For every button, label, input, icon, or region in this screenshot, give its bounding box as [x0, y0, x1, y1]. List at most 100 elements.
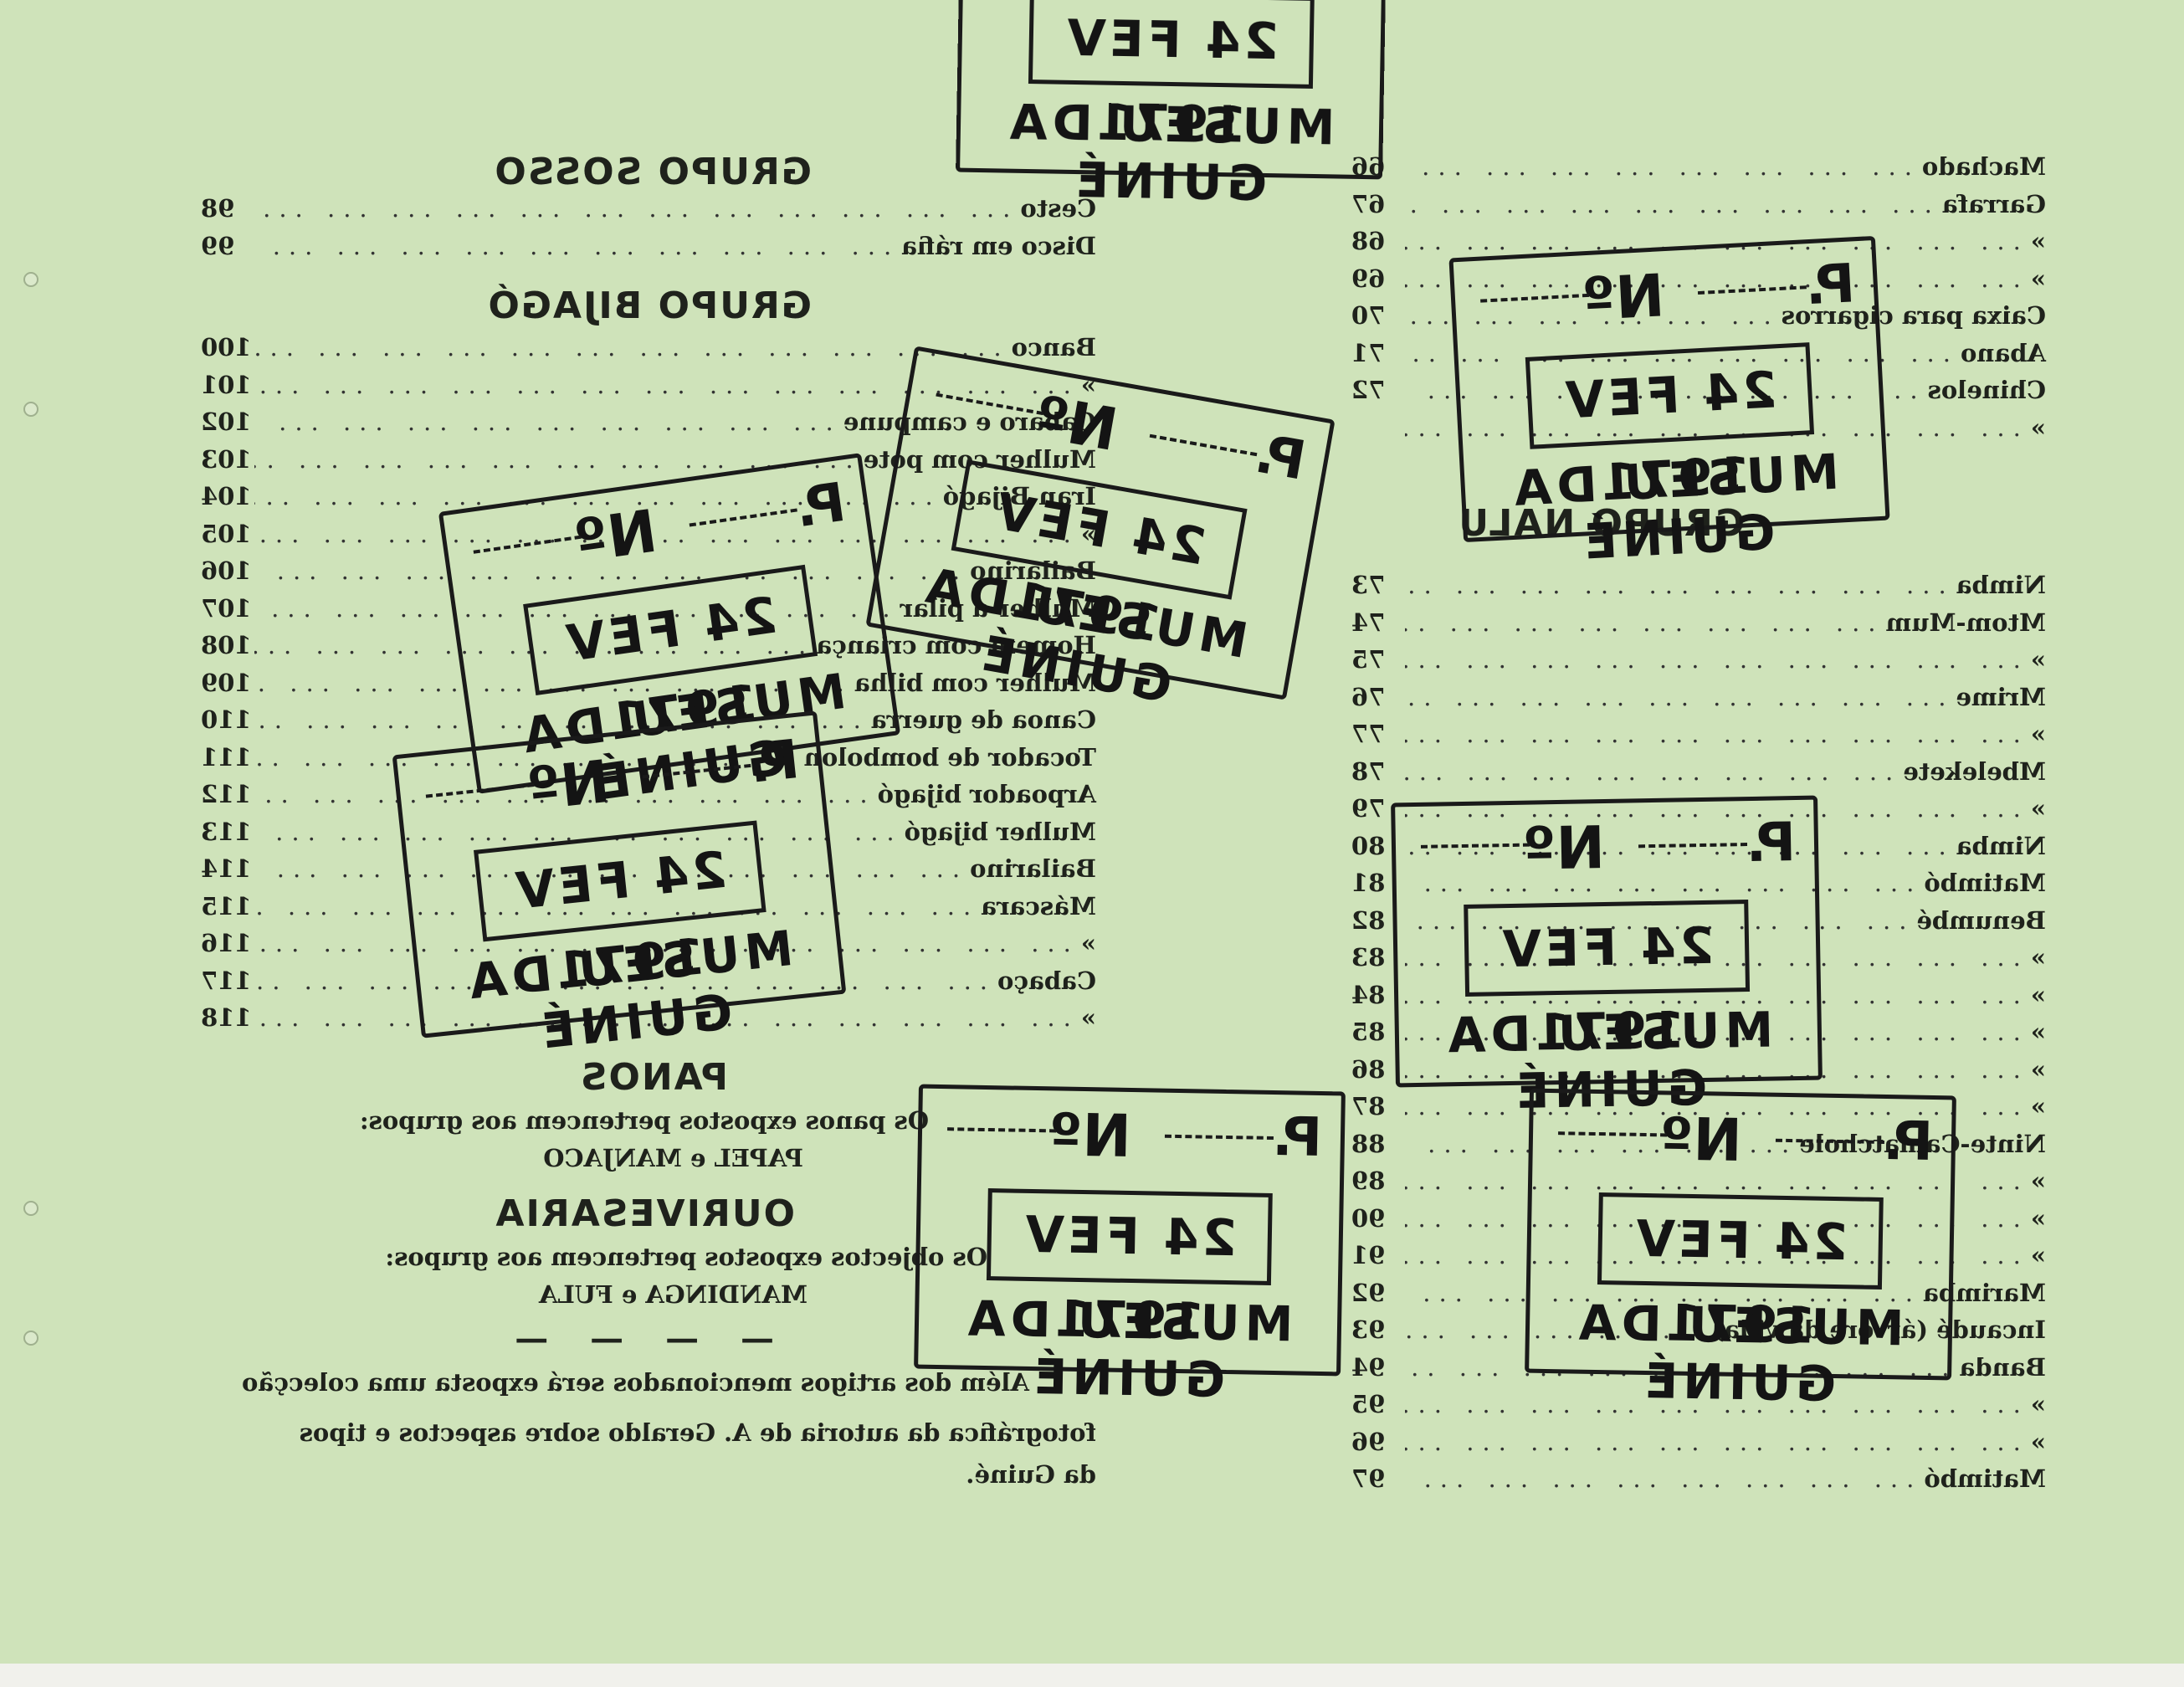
- stamp-no-label: Nº: [1048, 1100, 1132, 1172]
- item-number: 111: [201, 742, 252, 772]
- item-number: 77: [1351, 720, 1386, 748]
- list-item: Machado... ... ... ... ... ... ... ... .…: [1351, 152, 2046, 190]
- heading-grupo-sosso: GRUPO SOSSO: [493, 151, 812, 193]
- dot-leader: ... ... ... ... ... ... ... ... ... ... …: [1405, 189, 1932, 218]
- binding-hole: [23, 272, 38, 287]
- item-label: »: [2030, 720, 2046, 748]
- item-number: 91: [1351, 1241, 1386, 1269]
- museum-stamp: P. Nº 24 FEV 1971 MUSEU DA GUINÉ: [1448, 235, 1890, 571]
- item-number: 117: [201, 966, 252, 995]
- item-number: 95: [1351, 1390, 1386, 1418]
- dot-leader: ... ... ... ... ... ... ... ... ... ... …: [1405, 1464, 1915, 1493]
- item-label: »: [2030, 1241, 2046, 1269]
- item-label: Bailarino: [970, 854, 1096, 883]
- binding-hole: [23, 402, 38, 417]
- item-number: 78: [1351, 756, 1386, 786]
- list-item: »... ... ... ... ... ... ... ... ... ...…: [1351, 720, 2046, 757]
- item-label: »: [2030, 1018, 2046, 1046]
- heading-grupo-bijago: GRUPO BIJAGÓ: [486, 285, 812, 327]
- item-label: Nimba: [1956, 571, 2046, 599]
- stamp-museum-name: MUSEU DA GUINÉ: [1573, 1294, 1905, 1413]
- museum-stamp: P. Nº 24 FEV 1971 MUSEU DA GUINÉ: [914, 1084, 1346, 1408]
- item-label: »: [2030, 1167, 2046, 1195]
- stamp-p-label: P.: [746, 728, 802, 796]
- item-number: 94: [1351, 1352, 1386, 1382]
- item-number: 102: [201, 408, 252, 436]
- item-label: »: [2030, 1390, 2046, 1418]
- stamp-no-label: Nº: [1029, 382, 1123, 465]
- stamp-date: 24 FEV 1971: [1597, 1192, 1884, 1356]
- item-label: Nimba: [1956, 831, 2046, 860]
- binding-hole: [23, 1331, 38, 1346]
- dot-leader: ... ... ... ... ... ... ... ... ... ... …: [254, 408, 833, 436]
- stamp-no-label: Nº: [1522, 813, 1606, 884]
- sosso-list: Cesto... ... ... ... ... ... ... ... ...…: [201, 194, 1096, 269]
- item-label: »: [2030, 1427, 2046, 1456]
- museum-stamp: P. Nº 24 FEV 1971 MUSEU DA GUINÉ: [956, 0, 1387, 212]
- closing-line-2: fotográfica da autoria de A. Geraldo sob…: [299, 1418, 1096, 1447]
- item-number: 112: [201, 780, 252, 808]
- item-number: 107: [201, 593, 252, 623]
- item-label: Cabaço: [997, 966, 1096, 995]
- list-item: Mrime... ... ... ... ... ... ... ... ...…: [1351, 683, 2046, 720]
- item-number: 116: [201, 929, 252, 957]
- stamp-date: 24 FEV 1971: [986, 1188, 1273, 1351]
- museum-stamp: P. Nº 24 FEV 1971 MUSEU DA GUINÉ: [865, 346, 1336, 714]
- item-label: »: [1080, 929, 1096, 957]
- item-label: »: [2030, 227, 2046, 255]
- item-number: 97: [1351, 1464, 1386, 1493]
- item-number: 75: [1351, 645, 1386, 674]
- item-number: 90: [1351, 1203, 1386, 1233]
- stamp-date: 24 FEV 1971: [1464, 900, 1751, 1063]
- stamp-p-label: P.: [1745, 812, 1797, 875]
- closing-line-1: Além dos artigos mencionados será expost…: [242, 1368, 1029, 1397]
- scanner-bottom-strip: [0, 1664, 2184, 1687]
- dot-leader: ... ... ... ... ... ... ... ... ... ... …: [1405, 1427, 2021, 1456]
- item-number: 76: [1351, 682, 1386, 711]
- dot-leader: ... ... ... ... ... ... ... ... ... ... …: [1405, 682, 1946, 711]
- dot-leader: ... ... ... ... ... ... ... ... ... ... …: [254, 333, 1002, 362]
- item-label: Chinelos: [1927, 376, 2046, 404]
- dot-leader: ... ... ... ... ... ... ... ... ... ... …: [254, 231, 892, 260]
- item-number: 70: [1351, 301, 1386, 330]
- ourivesaria-text: Os objectos expostos pertencem aos grupo…: [385, 1243, 987, 1271]
- item-number: 113: [201, 817, 252, 846]
- stamp-p-label: P.: [1271, 1105, 1323, 1169]
- museum-stamp: P. Nº 24 FEV 1971 MUSEU DA GUINÉ: [392, 710, 847, 1060]
- item-number: 115: [201, 891, 252, 920]
- item-number: 108: [201, 631, 252, 659]
- stamp-date: 24 FEV 1971: [474, 820, 766, 1002]
- item-label: »: [1080, 1003, 1096, 1032]
- item-number: 68: [1351, 227, 1386, 255]
- ourivesaria-groups: MANDINGA e FULA: [538, 1280, 807, 1309]
- list-item: Disco em ráfia... ... ... ... ... ... ..…: [201, 232, 1096, 269]
- item-number: 101: [201, 370, 252, 399]
- item-number: 92: [1351, 1278, 1386, 1307]
- stamp-date: 24 FEV 1971: [1525, 342, 1815, 513]
- item-label: Mbelekete: [1903, 756, 2046, 786]
- dot-leader: ... ... ... ... ... ... ... ... ... ... …: [1405, 608, 1876, 637]
- stamp-no-label: Nº: [1659, 1105, 1743, 1176]
- item-number: 106: [201, 556, 252, 585]
- item-number: 118: [201, 1003, 252, 1032]
- list-item: Mtom-Mum... ... ... ... ... ... ... ... …: [1351, 608, 2046, 646]
- list-sosso: Cesto... ... ... ... ... ... ... ... ...…: [201, 194, 1096, 269]
- list-item: Nimba... ... ... ... ... ... ... ... ...…: [1351, 571, 2046, 608]
- closing-line-3: da Guiné.: [966, 1460, 1096, 1489]
- item-label: Abano: [1961, 338, 2046, 367]
- item-number: 69: [1351, 264, 1386, 293]
- stamp-no-label: Nº: [524, 746, 613, 824]
- stamp-date: 24 FEV 1971: [1028, 0, 1315, 155]
- stamp-museum-name: MUSEU DA GUINÉ: [962, 1290, 1294, 1409]
- list-item: » ... ... ... ... ... ... ... ... ... ...…: [1351, 1428, 2046, 1465]
- item-label: Matimbó: [1924, 869, 2046, 897]
- item-number: 98: [201, 194, 235, 223]
- stamp-p-label: P.: [1882, 1110, 1934, 1173]
- stamp-museum-name: MUSEU DA GUINÉ: [1004, 93, 1336, 213]
- dot-leader: ... ... ... ... ... ... ... ... ... ... …: [1405, 756, 1894, 786]
- item-label: »: [2030, 980, 2046, 1009]
- item-label: »: [2030, 1092, 2046, 1120]
- stamp-museum-name: MUSEU DA GUINÉ: [1507, 443, 1841, 571]
